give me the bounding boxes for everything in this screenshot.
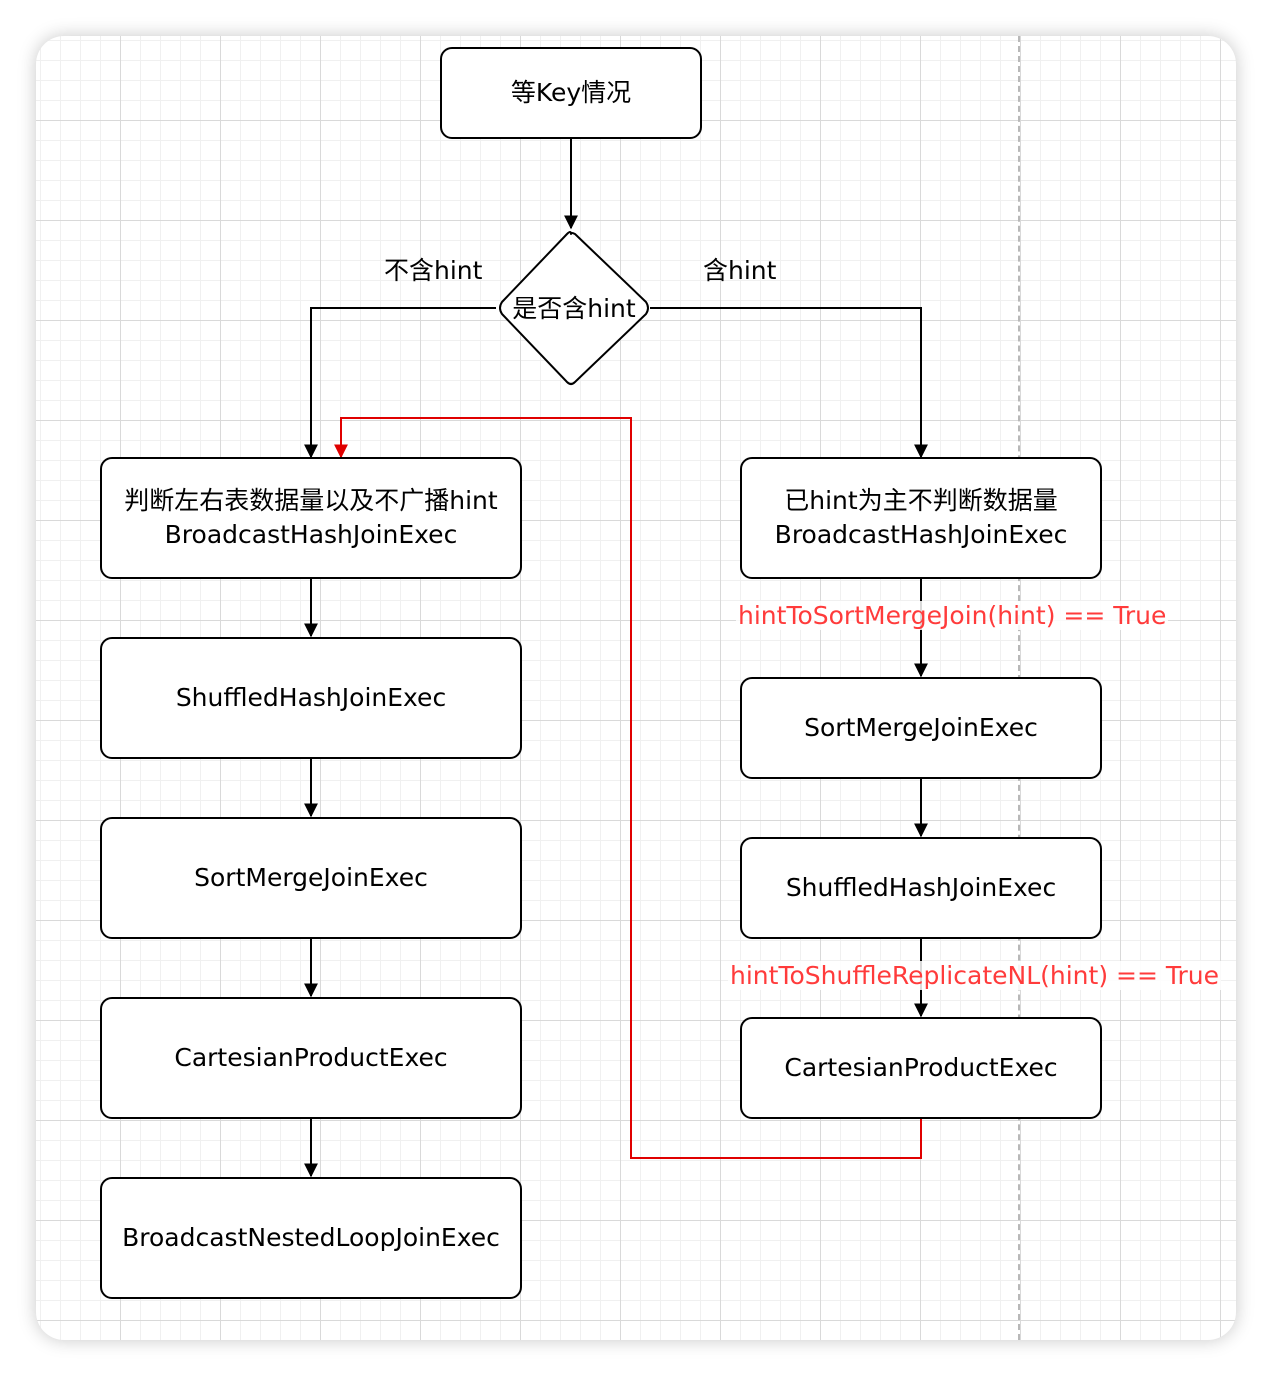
left-node-shuffled-hash-join: ShuffledHashJoinExec (100, 637, 522, 759)
right-node-3-label: ShuffledHashJoinExec (785, 873, 1057, 902)
start-node: 等Key情况 (440, 47, 702, 139)
label-has-hint: 含hint (703, 256, 777, 285)
left-node-broadcast-hash-join: 判断左右表数据量以及不广播hint BroadcastHashJoinExec (100, 457, 522, 579)
right-node-4-label: CartesianProductExec (784, 1053, 1058, 1082)
left-node-4-label: CartesianProductExec (174, 1043, 448, 1072)
right-node-sort-merge-join: SortMergeJoinExec (740, 677, 1102, 779)
right-node-1-line1: 已hint为主不判断数据量 (784, 486, 1058, 515)
left-node-2-label: ShuffledHashJoinExec (175, 683, 447, 712)
right-node-broadcast-hash-join: 已hint为主不判断数据量 BroadcastHashJoinExec (740, 457, 1102, 579)
right-node-cartesian-product: CartesianProductExec (740, 1017, 1102, 1119)
condition-sort-merge-label: hintToSortMergeJoin(hint) == True (736, 601, 1169, 630)
decision-label: 是否含hint (512, 294, 636, 323)
left-node-cartesian-product: CartesianProductExec (100, 997, 522, 1119)
left-node-1-line1: 判断左右表数据量以及不广播hint (124, 486, 498, 515)
edge-fallback-red (334, 417, 922, 1159)
left-node-1-line2: BroadcastHashJoinExec (164, 520, 458, 549)
decision-diamond (499, 231, 649, 385)
right-node-shuffled-hash-join: ShuffledHashJoinExec (740, 837, 1102, 939)
label-no-hint: 不含hint (384, 256, 483, 285)
left-node-broadcast-nested-loop-join: BroadcastNestedLoopJoinExec (100, 1177, 522, 1299)
edge-has-hint (650, 307, 928, 459)
left-node-5-label: BroadcastNestedLoopJoinExec (122, 1223, 500, 1252)
edge-no-hint (304, 307, 496, 459)
condition-shuffle-replicate-label: hintToShuffleReplicateNL(hint) == True (728, 961, 1221, 990)
start-node-label: 等Key情况 (510, 78, 632, 107)
right-node-2-label: SortMergeJoinExec (804, 713, 1038, 742)
left-node-3-label: SortMergeJoinExec (194, 863, 428, 892)
right-node-1-line2: BroadcastHashJoinExec (774, 520, 1068, 549)
left-node-sort-merge-join: SortMergeJoinExec (100, 817, 522, 939)
